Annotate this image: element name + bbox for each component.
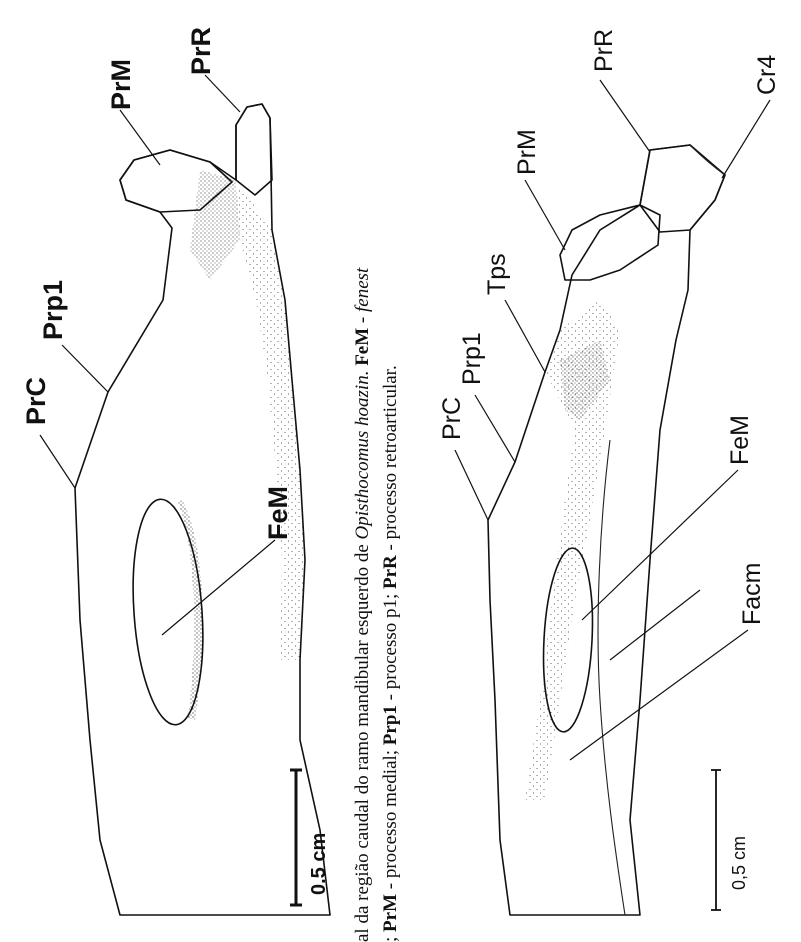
caption-line2-b: - processo medial;	[380, 745, 401, 894]
lower-mandible-drawing: PrC Prp1 Tps PrM PrR Cr4 FeM Facm 0,5 cm	[438, 29, 781, 915]
lower-groove-line	[598, 440, 625, 915]
upper-leader-prp1	[62, 345, 108, 392]
upper-prr-process	[236, 104, 272, 195]
lower-leader-prc	[455, 450, 488, 520]
lower-scale-label: 0,5 cm	[729, 836, 749, 890]
upper-leader-fem	[162, 540, 275, 635]
caption-prm-abbr: PrM	[380, 894, 401, 932]
upper-scale-bar	[290, 770, 302, 905]
lower-label-tps: Tps	[483, 253, 511, 295]
upper-scale-label: 0.5 cm	[308, 833, 330, 895]
upper-label-prm: PrM	[106, 59, 136, 110]
upper-leader-prm	[120, 110, 160, 165]
caption-line-2: ; PrM - processo medial; Prp1 - processo…	[380, 365, 401, 942]
caption-species: Opisthocomus hoazin.	[352, 371, 373, 540]
upper-fenestra-rim	[178, 500, 203, 720]
caption-line2-c: - processo p1;	[380, 589, 401, 705]
upper-leader-prr	[205, 75, 240, 112]
caption-line-1: al da região caudal do ramo mandibular e…	[352, 267, 373, 942]
lower-label-fem: FeM	[726, 415, 754, 465]
lower-scale-bar	[711, 770, 721, 910]
upper-label-fem: FeM	[263, 486, 293, 540]
upper-mandible-drawing: PrC Prp1 PrM PrR FeM 0.5 cm	[21, 27, 330, 915]
lower-label-prc: PrC	[438, 397, 466, 440]
lower-label-cr4: Cr4	[753, 55, 781, 95]
upper-shade-process	[190, 170, 240, 280]
upper-shade-right	[236, 180, 305, 660]
lower-leader-fem	[582, 470, 738, 620]
lower-leader-prp1	[475, 395, 515, 462]
upper-label-prp1: Prp1	[38, 280, 68, 340]
caption-line1-c: - fenest	[352, 267, 373, 328]
lower-bone-outline	[488, 145, 725, 915]
upper-label-prr: PrR	[186, 27, 216, 75]
lower-leader-tps	[505, 300, 545, 372]
lower-leader-facm-b	[610, 590, 700, 660]
caption-line2-a: ;	[380, 932, 401, 942]
lower-label-facm: Facm	[738, 563, 766, 626]
lower-leader-prm	[525, 180, 565, 250]
caption-line1-a: al da região caudal do ramo mandibular e…	[352, 539, 373, 942]
lower-leader-cr4	[722, 100, 770, 178]
lower-leader-facm-a	[570, 630, 748, 760]
caption-line2-d: - processo retroarticular.	[380, 365, 401, 555]
caption: al da região caudal do ramo mandibular e…	[352, 267, 401, 942]
lower-label-prp1: Prp1	[458, 332, 486, 385]
lower-label-prr: PrR	[590, 29, 618, 72]
lower-leader-prr	[600, 80, 650, 152]
lower-label-prm: PrM	[513, 129, 541, 175]
caption-prr-abbr: PrR	[380, 555, 401, 589]
lower-prr-process	[640, 145, 725, 232]
caption-prp1-abbr: Prp1	[380, 705, 401, 745]
caption-fem-abbr: FeM	[352, 328, 373, 371]
upper-leader-prc	[40, 435, 75, 488]
upper-label-prc: PrC	[21, 377, 51, 425]
